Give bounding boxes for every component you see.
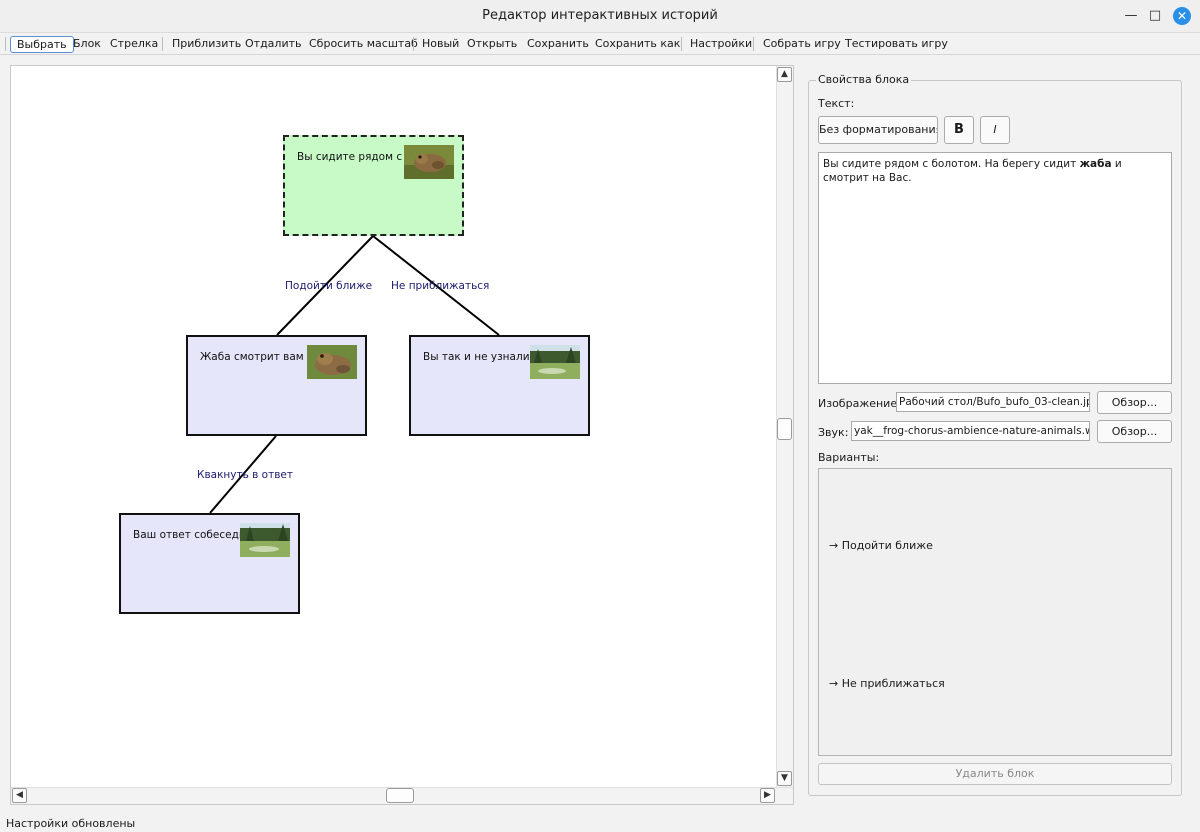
story-block[interactable]: Жаба смотрит вам в г... [186,335,367,436]
meadow-image [530,345,580,379]
block-text: Жаба смотрит вам в г... [200,351,318,363]
variant-item[interactable]: → Подойти ближе [829,539,933,552]
block-text: Вы так и не узнали, д... [423,351,541,363]
toolbar-separator [162,37,163,51]
horizontal-scroll-thumb[interactable] [386,788,414,803]
tool-select-button[interactable]: Выбрать [10,36,74,53]
block-text: Ваш ответ собеседни... [133,529,251,541]
toolbar-separator [5,37,6,51]
sound-label: Звук: [818,426,849,439]
save-button[interactable]: Сохранить [527,37,589,50]
minimize-icon[interactable]: — [1124,8,1138,23]
story-canvas[interactable]: Подойти ближе Не приближаться Квакнуть в… [11,66,777,788]
toolbar-separator [753,37,754,51]
image-path-field[interactable]: Рабочий стол/Bufo_bufo_03-clean.jpg [896,392,1090,412]
meadow-image [240,523,290,557]
story-block[interactable]: Вы сидите рядом с бо... [283,135,464,236]
scroll-down-icon[interactable]: ▼ [777,771,792,786]
image-label: Изображение: [818,397,901,410]
new-button[interactable]: Новый [422,37,460,50]
image-browse-button[interactable]: Обзор... [1097,391,1172,414]
vertical-scroll-thumb[interactable] [777,418,792,440]
bold-button[interactable]: B [944,116,974,144]
text-normal: Вы сидите рядом с болотом. На берегу сид… [823,158,1080,170]
story-block[interactable]: Ваш ответ собеседни... [119,513,300,614]
reset-zoom-button[interactable]: Сбросить масштаб [309,37,418,50]
edge-line[interactable] [209,435,277,514]
status-message: Настройки обновлены [6,817,136,830]
tool-block-button[interactable]: Блок [73,37,101,50]
variants-list: → Подойти ближе → Не приближаться [818,468,1172,756]
block-text-editor[interactable]: Вы сидите рядом с болотом. На берегу сид… [818,152,1172,384]
toad-image [307,345,357,379]
text-bold: жаба [1079,158,1112,170]
text-normal: и смотрит на Вас. [823,158,1122,184]
horizontal-scrollbar[interactable]: ◀ ▶ [11,787,793,804]
text-label: Текст: [818,97,855,110]
zoom-in-button[interactable]: Приблизить [172,37,242,50]
block-text: Вы сидите рядом с бо... [297,151,415,163]
zoom-out-button[interactable]: Отдалить [245,37,302,50]
title-bar: Редактор интерактивных историй — □ ✕ [0,0,1200,33]
story-canvas-frame: Подойти ближе Не приближаться Квакнуть в… [10,65,794,805]
edge-line[interactable] [276,235,374,336]
edge-label: Квакнуть в ответ [197,469,293,481]
toolbar-separator [413,37,414,51]
sound-path-field[interactable]: yak__frog-chorus-ambience-nature-animals… [851,421,1090,441]
save-as-button[interactable]: Сохранить как [595,37,681,50]
build-game-button[interactable]: Собрать игру [763,37,841,50]
toad-image [404,145,454,179]
edge-line[interactable] [372,235,500,336]
edge-label: Не приближаться [391,280,490,292]
toolbar-separator [681,37,682,51]
scroll-right-icon[interactable]: ▶ [760,788,775,803]
edges-layer [209,235,500,514]
italic-button[interactable]: I [980,116,1010,144]
delete-block-button[interactable]: Удалить блок [818,763,1172,785]
edge-label: Подойти ближе [285,280,373,292]
no-format-button[interactable]: Без форматирования [818,116,938,144]
variants-label: Варианты: [818,451,880,464]
toolbar: Выбрать Блок Стрелка Приблизить Отдалить… [0,33,1200,55]
window-title: Редактор интерактивных историй [482,8,718,23]
maximize-icon[interactable]: □ [1148,8,1162,23]
close-icon[interactable]: ✕ [1173,7,1191,25]
tool-arrow-button[interactable]: Стрелка [110,37,159,50]
open-button[interactable]: Открыть [467,37,518,50]
scroll-up-icon[interactable]: ▲ [777,67,792,82]
vertical-scrollbar[interactable]: ▲ ▼ [776,66,793,788]
settings-button[interactable]: Настройки [690,37,753,50]
sound-browse-button[interactable]: Обзор... [1097,420,1172,443]
story-block[interactable]: Вы так и не узнали, д... [409,335,590,436]
scroll-left-icon[interactable]: ◀ [12,788,27,803]
test-game-button[interactable]: Тестировать игру [845,37,948,50]
properties-title: Свойства блока [816,73,912,86]
variant-item[interactable]: → Не приближаться [829,677,945,690]
block-properties-group [808,80,1182,796]
